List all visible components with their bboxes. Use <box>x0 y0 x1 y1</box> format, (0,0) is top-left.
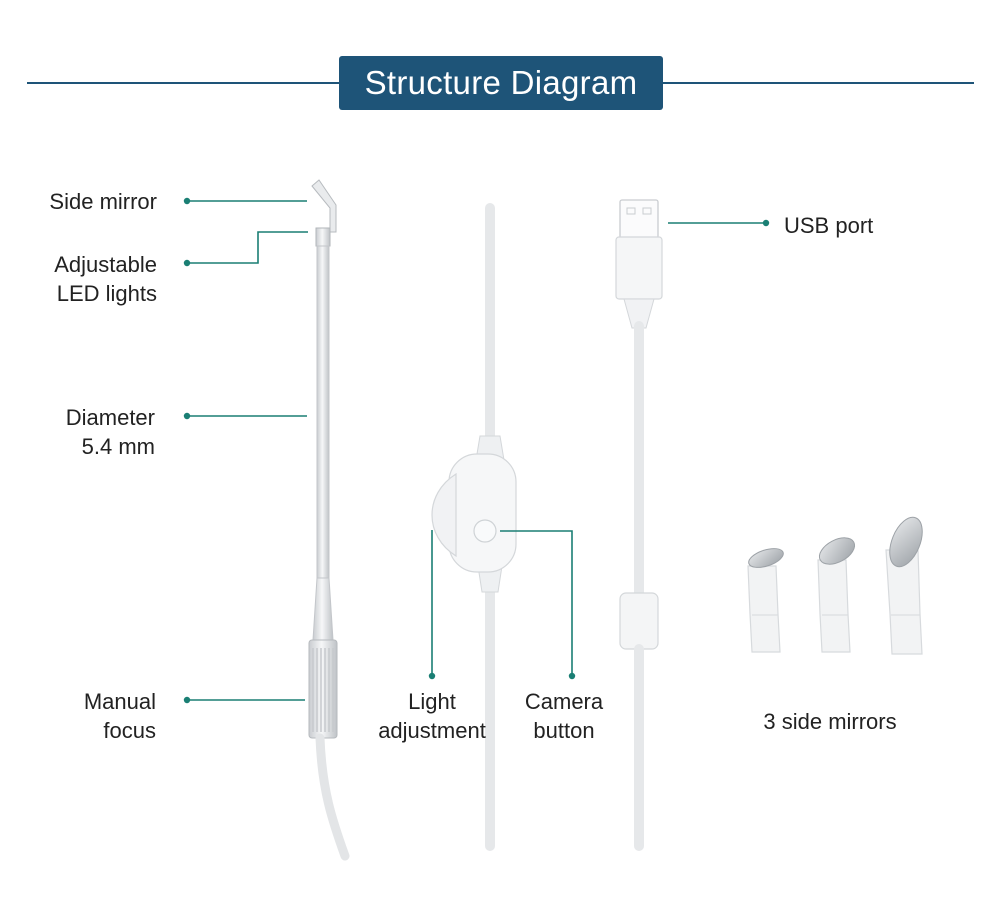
led-light-head <box>315 227 331 247</box>
probe-tube <box>316 245 330 579</box>
label-led-lights: Adjustable LED lights <box>54 252 157 306</box>
side-mirror-1-face <box>748 548 784 568</box>
control-box <box>448 453 517 573</box>
usb-strain-relief <box>623 298 655 329</box>
label-light-adjustment: Light adjustment <box>378 689 486 743</box>
label-diameter: Diameter 5.4 mm <box>65 405 155 459</box>
side-mirror-tip <box>311 179 337 233</box>
ferrite-core <box>619 592 659 650</box>
leader-lines <box>187 200 766 701</box>
usb-connector-metal <box>619 199 659 239</box>
label-camera-button: Camera button <box>524 689 604 743</box>
label-side-mirrors: 3 side mirrors <box>763 709 897 734</box>
control-cable <box>431 203 517 851</box>
diagram-title: Structure Diagram <box>339 56 663 110</box>
side-mirror-3 <box>885 516 923 655</box>
endoscope-probe <box>308 179 350 861</box>
side-mirror-2 <box>817 537 856 653</box>
probe-taper <box>312 577 334 641</box>
label-side-mirror: Side mirror <box>49 189 157 214</box>
title-rule-left <box>27 82 339 84</box>
side-mirror-1 <box>747 548 784 653</box>
usb-cable <box>615 199 663 851</box>
leader-camera-button <box>500 530 573 676</box>
probe-cable <box>315 733 350 861</box>
label-usb-port: USB port <box>784 213 874 238</box>
camera-button-shape <box>473 519 497 543</box>
side-mirror-2-face <box>818 537 856 565</box>
leader-dots <box>183 197 770 704</box>
side-mirror-3-face <box>889 516 923 568</box>
usb-plug-body <box>615 236 663 300</box>
leader-led-lights <box>187 231 308 264</box>
label-manual-focus: Manual focus <box>83 689 156 743</box>
focus-ring-grooves <box>312 648 334 732</box>
light-adjustment-wheel <box>431 472 457 558</box>
title-rule-right <box>663 82 974 84</box>
